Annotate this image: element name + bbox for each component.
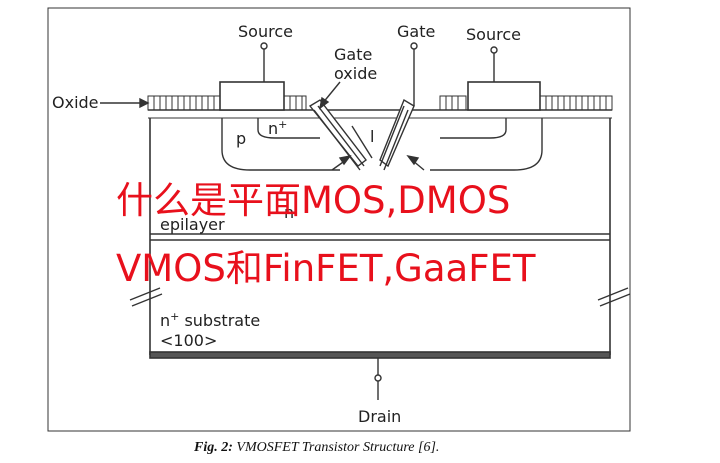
channel-length-label: l	[370, 127, 374, 146]
terminal-leads	[260, 42, 498, 400]
p-region-label: p	[236, 129, 246, 148]
gate-oxide-label-line2: oxide	[334, 64, 377, 83]
figure-frame	[47, 7, 631, 432]
source-contacts	[219, 81, 541, 111]
n-plus-label: n+	[268, 118, 287, 138]
orientation-label: <100>	[160, 331, 217, 350]
v-groove-gates	[308, 98, 415, 171]
overlay-title-line2: VMOS和FinFET,GaaFET	[116, 247, 536, 290]
annotation-arrows	[100, 81, 425, 171]
source-left-label: Source	[238, 22, 293, 41]
drain-label: Drain	[358, 407, 401, 426]
overlay-title-line1: 什么是平面MOS,DMOS	[116, 179, 510, 222]
n-epilayer-fragment: n	[284, 203, 294, 222]
epilayer-fragment: epilayer	[160, 215, 225, 234]
n-plus-substrate-label: n+ substrate	[160, 310, 260, 330]
oxide-label: Oxide	[52, 93, 99, 112]
source-right-label: Source	[466, 25, 521, 44]
gate-oxide-label-line1: Gate	[334, 45, 372, 64]
gate-right-label: Gate	[397, 22, 435, 41]
break-marks	[129, 287, 631, 307]
diffusion-regions	[221, 118, 543, 171]
figure-caption: Fig. 2: VMOSFET Transistor Structure [6]…	[193, 440, 439, 455]
